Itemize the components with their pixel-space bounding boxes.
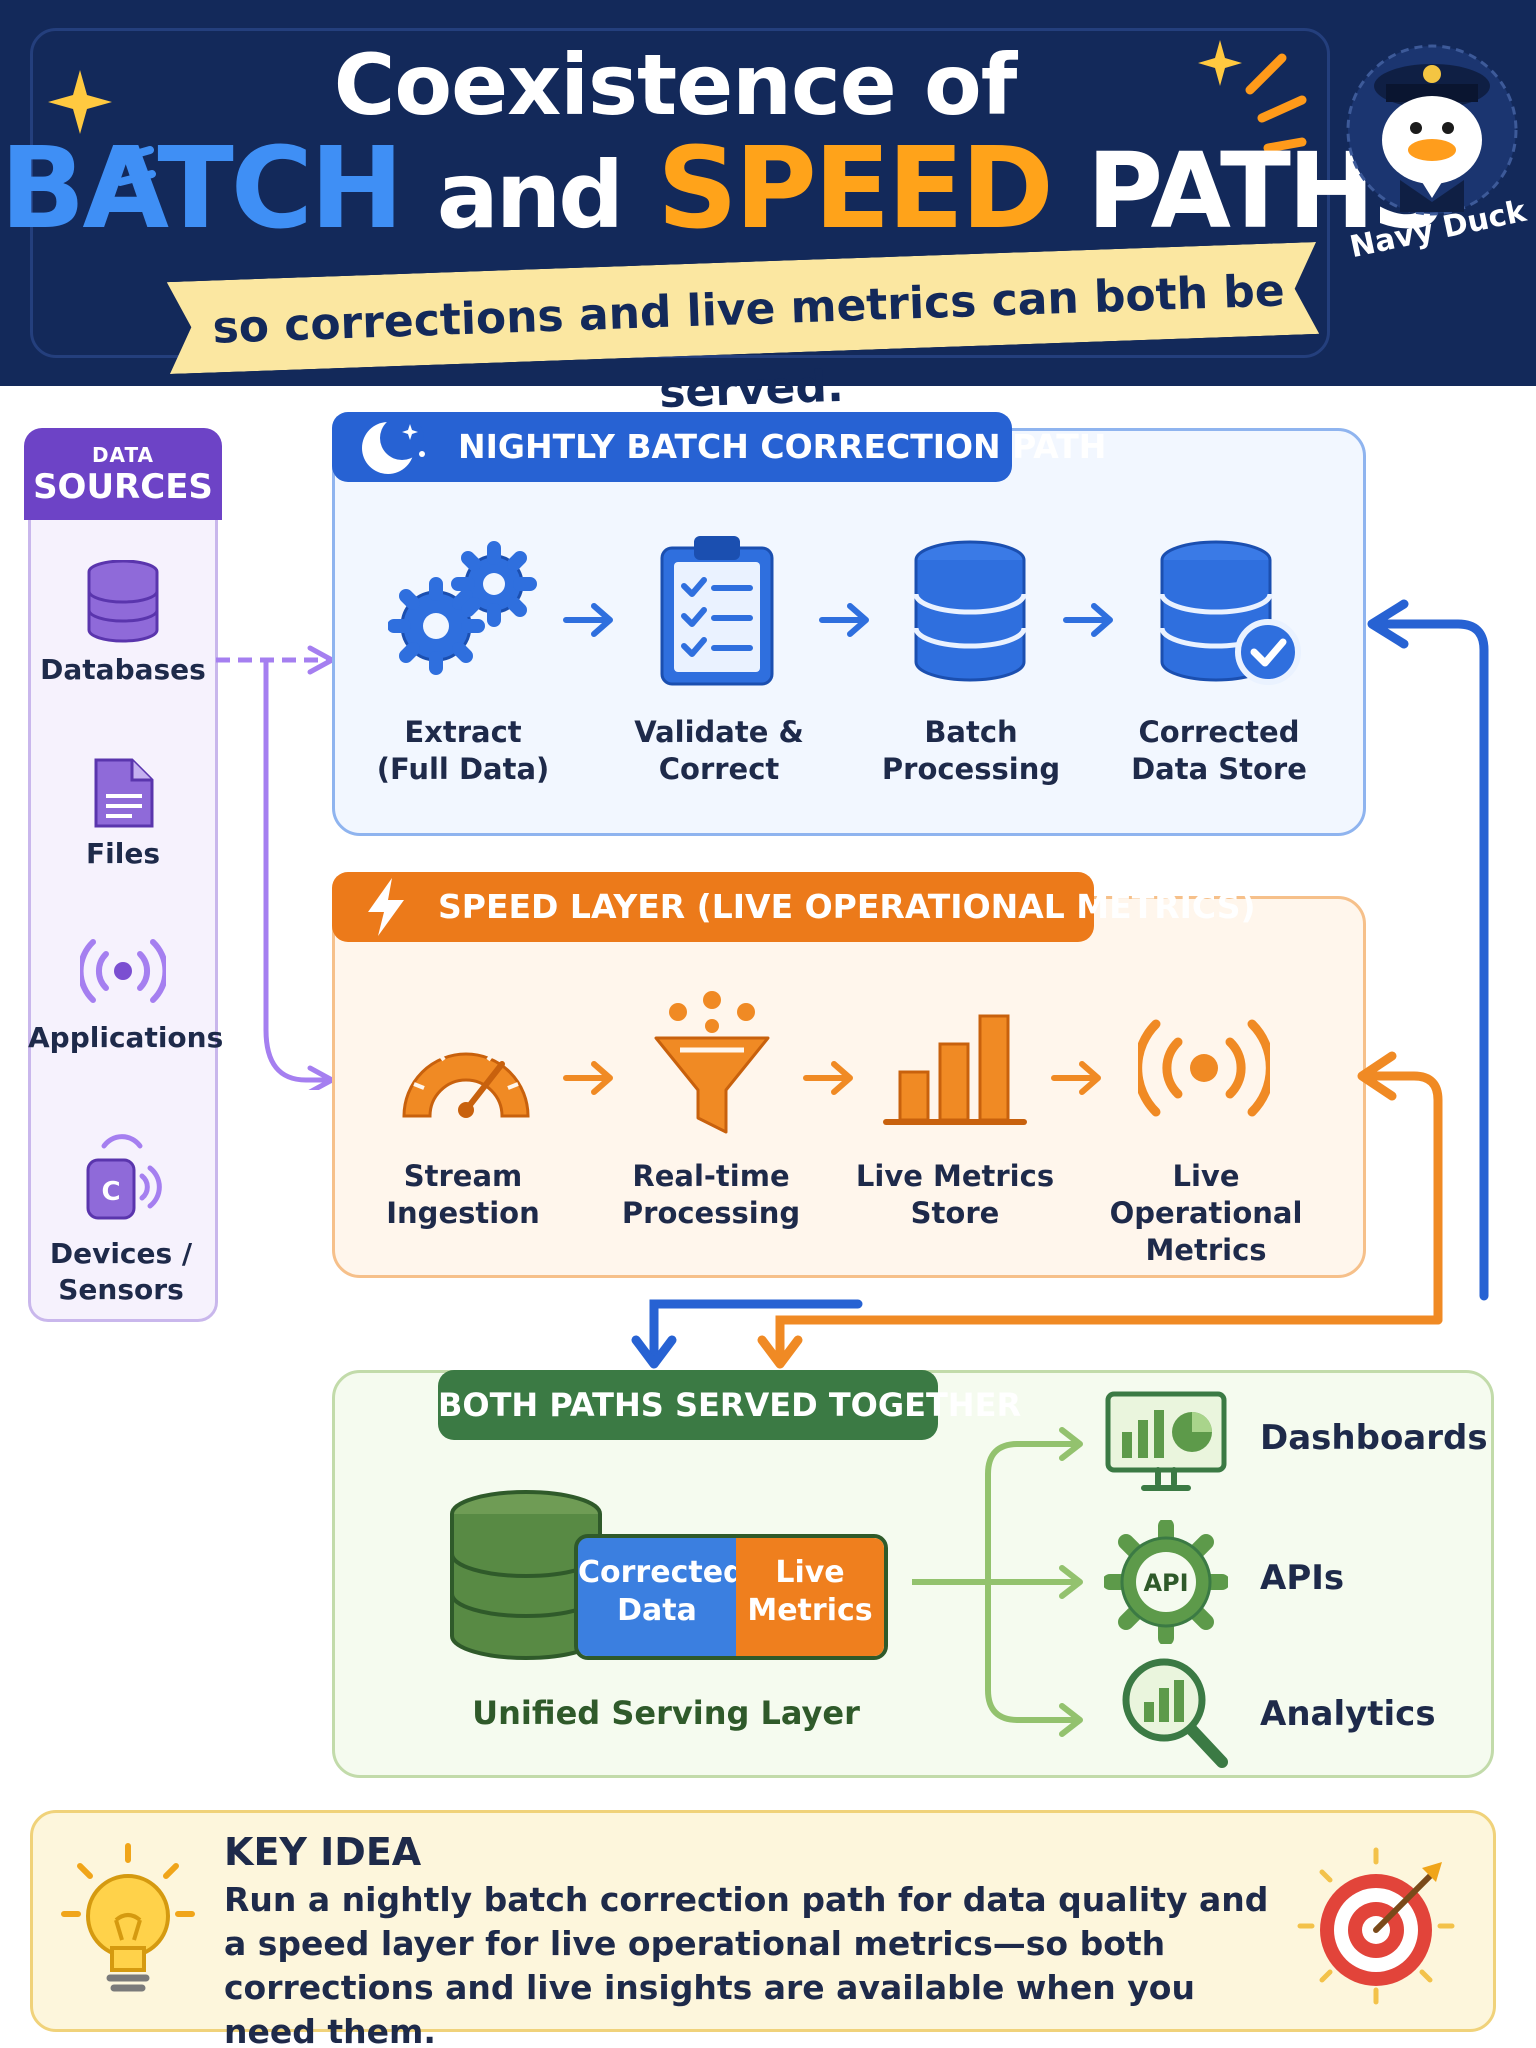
magnifier-chart-icon (1122, 1658, 1228, 1768)
arrow-right-icon (803, 1061, 853, 1095)
svg-text:C: C (101, 1177, 120, 1207)
sources-heading-small: DATA (91, 443, 155, 467)
sources-connector (216, 645, 335, 1090)
device-sensor-icon: C (86, 1134, 162, 1220)
lightbulb-icon (61, 1843, 195, 1992)
arrow-right-icon (819, 603, 869, 637)
flow-connectors (631, 599, 1489, 1369)
batch-step-processing-label: Batch Processing (881, 715, 1061, 786)
sparkle-icon (48, 70, 156, 210)
unified-store-badge: Corrected Data Live Metrics (574, 1534, 888, 1660)
batch-step-validate-label: Validate & Correct (634, 715, 804, 786)
output-connectors (912, 1427, 1083, 1737)
gauge-icon (402, 1040, 530, 1118)
clipboard-checklist-icon (660, 536, 774, 686)
key-idea-panel (30, 1810, 1496, 2032)
sources-heading: SOURCES (33, 467, 213, 507)
database-stack-icon (913, 540, 1027, 682)
funnel-icon (654, 991, 770, 1134)
lightning-icon (368, 878, 404, 936)
header-frame (30, 28, 1330, 358)
unified-serving-layer-label: Unified Serving Layer (472, 1694, 860, 1732)
speed-lines-icon (1198, 40, 1307, 153)
target-icon (1297, 1847, 1455, 2005)
navy-duck-mascot-icon (1346, 44, 1518, 216)
database-check-icon (1159, 540, 1301, 685)
title-line-1: Coexistence of (333, 36, 1018, 134)
broadcast-icon (80, 939, 166, 1003)
corrected-data-label: Corrected Data (578, 1538, 745, 1656)
speed-step-processing-label: Real-time Processing (621, 1159, 801, 1230)
speed-step-ingestion-label: Stream Ingestion (386, 1159, 540, 1230)
batch-step-store-label: Corrected Data Store (1131, 715, 1307, 786)
title-batch: BATCH (0, 124, 404, 254)
serving-title: BOTH PATHS SERVED TOGETHER (438, 1370, 1021, 1440)
source-devices-label: Devices / Sensors (49, 1237, 193, 1306)
api-gear-icon: API (1104, 1520, 1228, 1644)
output-apis-label: APIs (1260, 1558, 1345, 1598)
file-icon (94, 758, 154, 828)
batch-path-title: NIGHTLY BATCH CORRECTION PATH (332, 412, 1106, 482)
arrow-right-icon (1051, 1061, 1101, 1095)
source-applications-label: Applications (28, 1021, 224, 1054)
database-green-icon (450, 1490, 602, 1660)
arrow-right-icon (563, 603, 613, 637)
arrow-right-icon (1063, 603, 1113, 637)
title-speed: SPEED (657, 124, 1054, 254)
speed-step-metrics-label: Live Operational Metrics (1109, 1159, 1303, 1267)
output-analytics-label: Analytics (1260, 1694, 1436, 1734)
data-sources-header: DATA SOURCES (24, 428, 222, 520)
batch-step-extract-label: Extract (Full Data) (376, 715, 550, 786)
moon-icon (362, 416, 425, 474)
live-metrics-label: Live Metrics (736, 1538, 884, 1656)
key-idea-title: KEY IDEA (224, 1830, 422, 1874)
database-icon (87, 560, 159, 643)
arrow-right-icon (563, 1061, 613, 1095)
source-files-label: Files (86, 837, 160, 870)
title-and: and (436, 142, 624, 249)
speed-layer-title: SPEED LAYER (LIVE OPERATIONAL METRICS) (332, 872, 1256, 942)
broadcast-icon (1138, 1019, 1270, 1117)
key-idea-text: Run a nightly batch correction path for … (224, 1880, 1269, 2048)
monitor-chart-icon (1105, 1391, 1227, 1491)
output-dashboards-label: Dashboards (1260, 1418, 1488, 1458)
title-line-2: BATCH and SPEED PATHS (0, 124, 1447, 254)
source-databases-label: Databases (40, 653, 206, 686)
gears-icon (388, 541, 537, 675)
bar-chart-icon (883, 1014, 1027, 1125)
speed-step-store-label: Live Metrics Store (855, 1159, 1055, 1230)
svg-text:API: API (1143, 1569, 1188, 1597)
